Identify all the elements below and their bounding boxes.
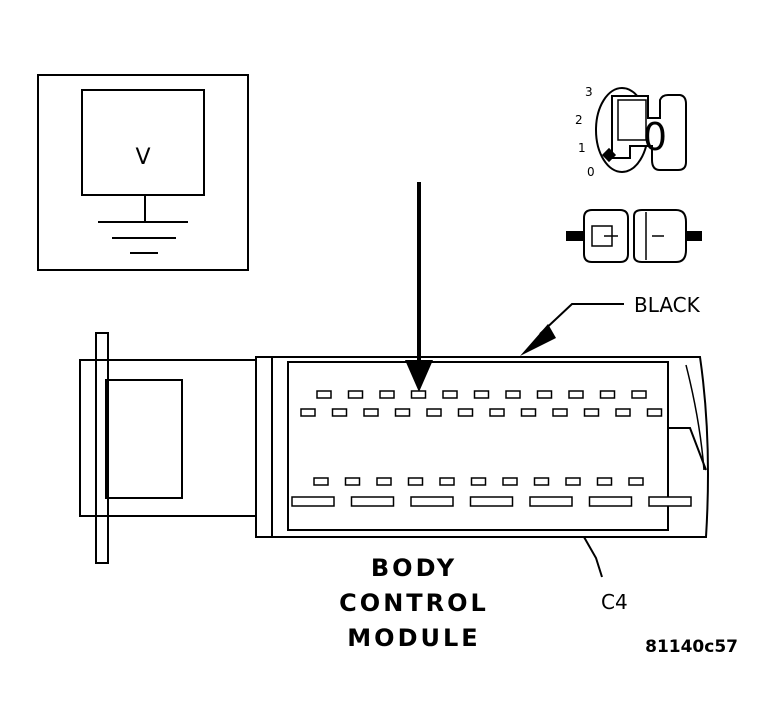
terminal-cavity: [379, 390, 395, 399]
terminal-cavity: [599, 390, 616, 399]
terminal-cavity: [442, 390, 458, 399]
terminal-cavity: [473, 390, 490, 399]
terminal-cavity: [505, 390, 521, 399]
voltmeter-symbol: V: [135, 145, 150, 170]
terminal-cavity: [646, 408, 663, 417]
ignition-position-2: 2: [575, 113, 583, 127]
terminal-cavity: [615, 408, 631, 417]
ignition-position-0: 0: [587, 165, 595, 179]
module-title-line2: CONTROL: [339, 589, 489, 617]
connector-label: C4: [601, 590, 628, 614]
module-title-line3: MODULE: [347, 624, 480, 652]
terminal-cavity: [469, 496, 514, 507]
terminal-cavity: [596, 477, 613, 486]
module-title-line1: BODY: [371, 554, 457, 582]
figure-id: 81140c57: [645, 637, 738, 657]
terminal-cavity: [552, 408, 568, 417]
terminal-cavity: [648, 496, 692, 507]
terminal-cavity: [628, 477, 644, 486]
terminal-cavity: [568, 390, 584, 399]
ignition-position-3: 3: [585, 85, 593, 99]
terminal-cavity: [291, 496, 335, 507]
ignition-key-icon: 3 2 1 0 0: [575, 85, 687, 179]
terminal-cavities: [291, 390, 692, 507]
terminal-cavity: [316, 390, 332, 399]
key-symbol: 0: [643, 115, 667, 159]
ignition-position-1: 1: [578, 141, 586, 155]
terminal-cavity: [410, 390, 427, 399]
terminal-cavity: [376, 477, 392, 486]
probe-arrow: [405, 182, 433, 392]
terminal-cavity: [565, 477, 581, 486]
terminal-cavity: [394, 408, 411, 417]
terminal-cavity: [350, 496, 395, 507]
wire-color-label: BLACK: [634, 293, 701, 317]
terminal-cavity: [347, 390, 364, 399]
terminal-cavity: [533, 477, 550, 486]
terminal-cavity: [410, 496, 454, 507]
terminal-cavity: [344, 477, 361, 486]
connector-plug-icon: [566, 209, 702, 263]
terminal-cavity: [426, 408, 442, 417]
terminal-cavity: [502, 477, 518, 486]
terminal-cavity: [470, 477, 487, 486]
terminal-cavity: [363, 408, 379, 417]
terminal-cavity: [536, 390, 553, 399]
terminal-cavity: [457, 408, 474, 417]
terminal-cavity: [631, 390, 647, 399]
terminal-cavity: [407, 477, 424, 486]
terminal-cavity: [300, 408, 316, 417]
terminal-cavity: [439, 477, 455, 486]
terminal-cavity: [583, 408, 600, 417]
terminal-cavity: [331, 408, 348, 417]
terminal-cavity: [489, 408, 505, 417]
voltmeter-icon: V: [37, 74, 249, 271]
terminal-cavity: [529, 496, 573, 507]
terminal-cavity: [520, 408, 537, 417]
terminal-cavity: [588, 496, 633, 507]
c4-connector-body: [79, 332, 709, 564]
terminal-cavity: [313, 477, 329, 486]
